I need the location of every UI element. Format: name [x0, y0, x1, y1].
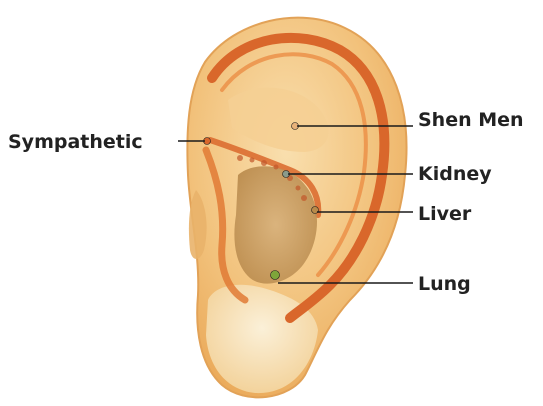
label-sympathetic: Sympathetic — [8, 131, 143, 153]
label-lung: Lung — [418, 273, 471, 295]
label-shen-men: Shen Men — [418, 109, 524, 131]
label-liver: Liver — [418, 203, 472, 225]
point-lung — [271, 271, 280, 280]
label-kidney: Kidney — [418, 163, 492, 185]
